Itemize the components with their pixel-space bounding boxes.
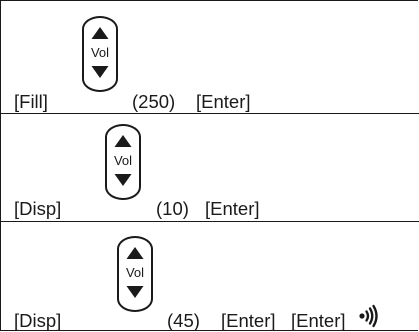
vol-rocker-button[interactable]: Vol xyxy=(105,124,141,200)
step-row-disp-1: [Disp] Vol (10) [Enter] xyxy=(1,113,419,221)
vol-label: Vol xyxy=(125,265,145,280)
disp-key-label: [Disp] xyxy=(14,198,62,219)
enter-key-label-2: [Enter] xyxy=(291,310,346,331)
step-row-fill: [Fill] Vol (250) [Enter] xyxy=(1,1,419,113)
enter-key-label: [Enter] xyxy=(205,198,260,219)
step-row-disp-2: [Disp] Vol (45) [Enter] [Enter] xyxy=(1,221,419,332)
disp-volume-value: (10) xyxy=(156,198,189,219)
disp-volume-value: (45) xyxy=(167,310,200,331)
vol-label: Vol xyxy=(90,45,110,60)
vol-arrows-icon xyxy=(126,247,144,298)
vol-rocker-button[interactable]: Vol xyxy=(82,16,118,92)
vol-arrows-icon xyxy=(91,27,109,78)
fill-volume-value: (250) xyxy=(132,91,176,112)
enter-key-label: [Enter] xyxy=(196,91,251,112)
vol-rocker-button[interactable]: Vol xyxy=(117,236,153,312)
vol-arrows-icon xyxy=(114,135,132,186)
beep-sound-icon xyxy=(359,304,378,328)
fill-key-label: [Fill] xyxy=(14,91,48,112)
vol-label: Vol xyxy=(113,153,133,168)
enter-key-label: [Enter] xyxy=(221,310,276,331)
disp-key-label: [Disp] xyxy=(14,310,62,331)
